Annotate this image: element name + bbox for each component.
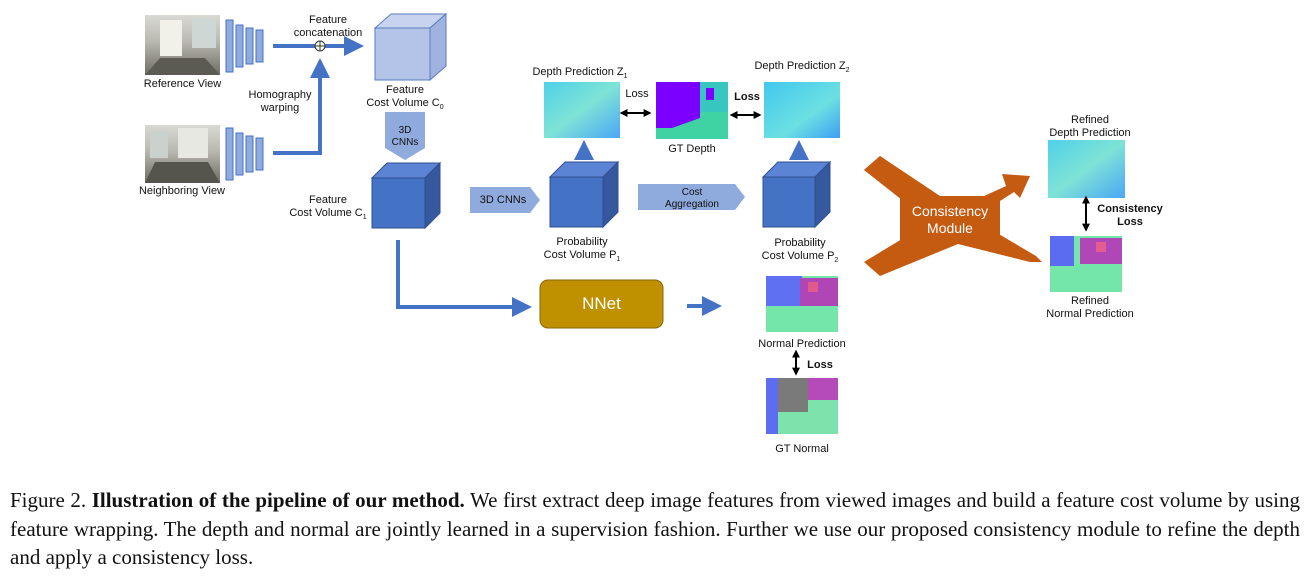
depth-z2-sub: 2 — [845, 67, 850, 75]
feature-concatenation-label: Feature concatenation — [288, 14, 368, 40]
normal-prediction-label: Normal Prediction — [758, 338, 846, 350]
neighboring-view-image — [145, 125, 220, 183]
feature-concat-line1: Feature — [309, 14, 347, 26]
homography-line1: Homography — [248, 89, 312, 101]
consistency-loss-label: Consistency Loss — [1092, 203, 1168, 229]
consistency-loss-line1: Consistency — [1097, 203, 1163, 215]
gt-depth-map — [656, 82, 728, 139]
p2-line1: Probability — [774, 237, 826, 249]
figure-caption: Figure 2. Illustration of the pipeline o… — [10, 486, 1300, 572]
gt-depth-label: GT Depth — [668, 143, 716, 155]
cost-volume-c1-label: Feature Cost Volume C1 — [273, 194, 383, 224]
cost-aggregation-chevron — [638, 184, 745, 210]
p2-line2: Cost Volume P — [761, 250, 835, 262]
cost-agg-line1: Cost — [681, 187, 703, 198]
probability-p1-cube — [548, 160, 620, 229]
probability-p2-label: Probability Cost Volume P2 — [745, 237, 855, 267]
refined-normal-label: Refined Normal Prediction — [1030, 295, 1150, 321]
c1-sub: 1 — [362, 214, 367, 222]
depth-z2-label: Depth Prediction Z2 — [742, 60, 862, 77]
neighboring-view-label: Neighboring View — [138, 185, 226, 197]
c1-line2: Cost Volume C — [289, 207, 363, 219]
p1-sub: 1 — [616, 256, 621, 264]
nnet-label: NNet — [582, 294, 621, 313]
probability-p2-cube — [761, 160, 832, 229]
cost-aggregation-label: Cost Aggregation — [645, 187, 739, 211]
consistency-module-line1: Consistency — [911, 203, 989, 219]
loss-label-2: Loss — [734, 91, 760, 103]
feature-concat-line2: concatenation — [293, 27, 363, 39]
refined-depth-map — [1048, 140, 1125, 198]
depth-z1-map — [544, 82, 620, 138]
reference-view-label: Reference View — [143, 78, 222, 90]
nnet-box — [539, 279, 664, 329]
gt-normal-label: GT Normal — [775, 443, 829, 455]
consistency-loss-line2: Loss — [1117, 216, 1143, 228]
homography-label: Homography warping — [240, 89, 320, 115]
gt-normal-map — [766, 378, 838, 434]
consistency-module-line2: Module — [927, 220, 973, 236]
depth-z1-text: Depth Prediction Z — [532, 66, 624, 78]
normal-prediction-map — [766, 276, 838, 332]
refined-depth-label: Refined Depth Prediction — [1030, 114, 1150, 140]
cost-volume-c0-cube — [373, 12, 448, 82]
loss-arrows — [619, 109, 762, 119]
refined-depth-line2: Depth Prediction — [1049, 127, 1131, 139]
cnn-down-chevron — [385, 112, 425, 160]
cost-volume-c1-cube — [370, 161, 442, 230]
depth-z1-label: Depth Prediction Z1 — [520, 66, 640, 83]
reference-view-image — [145, 15, 220, 75]
cost-volume-c0-label: Feature Cost Volume C0 — [350, 84, 460, 114]
caption-body: We first extract deep image features fro… — [10, 488, 1301, 569]
c0-line2: Cost Volume C — [366, 97, 440, 109]
p1-line2: Cost Volume P — [543, 249, 617, 261]
loss-label-3: Loss — [807, 359, 833, 371]
cnn-right-label: 3D CNNs — [479, 194, 527, 206]
p1-line1: Probability — [556, 236, 608, 248]
refined-normal-map — [1050, 236, 1122, 292]
cnn-down-line2: CNNs — [391, 137, 419, 148]
c1-to-nnet-arrow — [396, 240, 532, 317]
homography-line2: warping — [260, 102, 300, 114]
caption-prefix: Figure 2. — [10, 488, 87, 512]
neighbor-encoder — [225, 127, 264, 181]
pipeline-diagram-svg — [145, 12, 1125, 434]
c0-line1: Feature — [386, 84, 424, 96]
consistency-module-shape — [864, 156, 1042, 276]
c1-line1: Feature — [309, 194, 347, 206]
p2-sub: 2 — [834, 257, 839, 265]
reference-encoder — [225, 19, 264, 73]
depth-z1-sub: 1 — [623, 73, 628, 81]
cnn-down-line1: 3D — [398, 125, 412, 136]
caption-bold-title: Illustration of the pipeline of our meth… — [91, 488, 465, 512]
cnn-down-label: 3D CNNs — [380, 125, 430, 149]
pipeline-figure: Reference View Neighboring View Feature … — [138, 12, 1168, 455]
c0-sub: 0 — [439, 104, 444, 112]
refined-depth-line1: Refined — [1071, 114, 1109, 126]
consistency-module-label: Consistency Module — [900, 203, 1000, 237]
depth-z2-map — [764, 82, 840, 138]
loss-label-1: Loss — [625, 88, 649, 100]
probability-p1-label: Probability Cost Volume P1 — [527, 236, 637, 266]
refined-normal-line1: Refined — [1071, 295, 1109, 307]
cost-agg-line2: Aggregation — [665, 199, 719, 210]
cnn-right-chevron — [470, 187, 540, 213]
depth-z2-text: Depth Prediction Z — [754, 60, 846, 72]
refined-normal-line2: Normal Prediction — [1046, 308, 1134, 320]
